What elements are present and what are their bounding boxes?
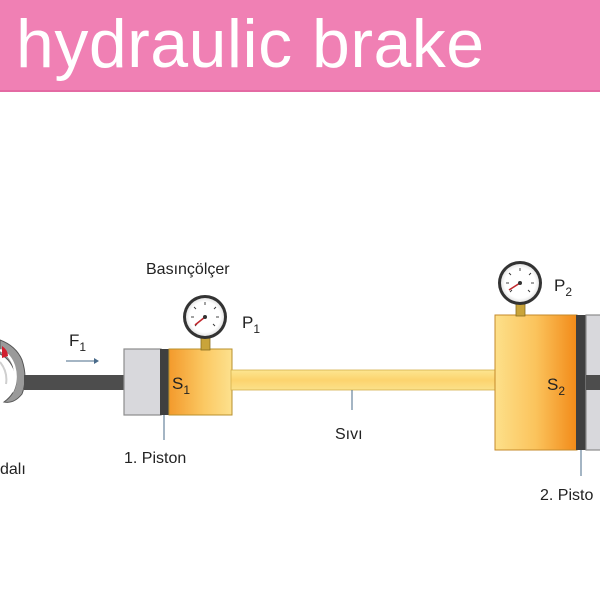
fluid-label: Sıvı: [335, 426, 363, 443]
piston-1-label: 1. Piston: [124, 450, 186, 467]
pressure-p1-label: P1: [242, 313, 260, 336]
pressure-gauge-icon: [498, 261, 542, 317]
pressure-p2-label: P2: [554, 276, 572, 299]
force-label: F1: [69, 331, 86, 354]
cylinder-1-housing: [123, 348, 162, 416]
piston-2: [576, 315, 586, 450]
title-banner: hydraulic brake: [0, 0, 600, 92]
gauge-label: Basınçölçer: [146, 261, 230, 278]
fluid-tube: [230, 369, 498, 391]
pressure-gauge-icon: [183, 295, 227, 351]
area-s2-label: S2: [547, 375, 565, 398]
fluid-chamber-2: [494, 314, 578, 451]
brake-pedal-icon: [0, 339, 26, 403]
piston-1: [160, 349, 169, 415]
page-title: hydraulic brake: [16, 6, 485, 82]
piston-2-label: 2. Pisto: [540, 487, 593, 504]
pedal-label: dalı: [0, 461, 26, 478]
force-arrow: [66, 358, 99, 364]
area-s1-label: S1: [172, 374, 190, 397]
piston-rod-2: [586, 375, 600, 390]
